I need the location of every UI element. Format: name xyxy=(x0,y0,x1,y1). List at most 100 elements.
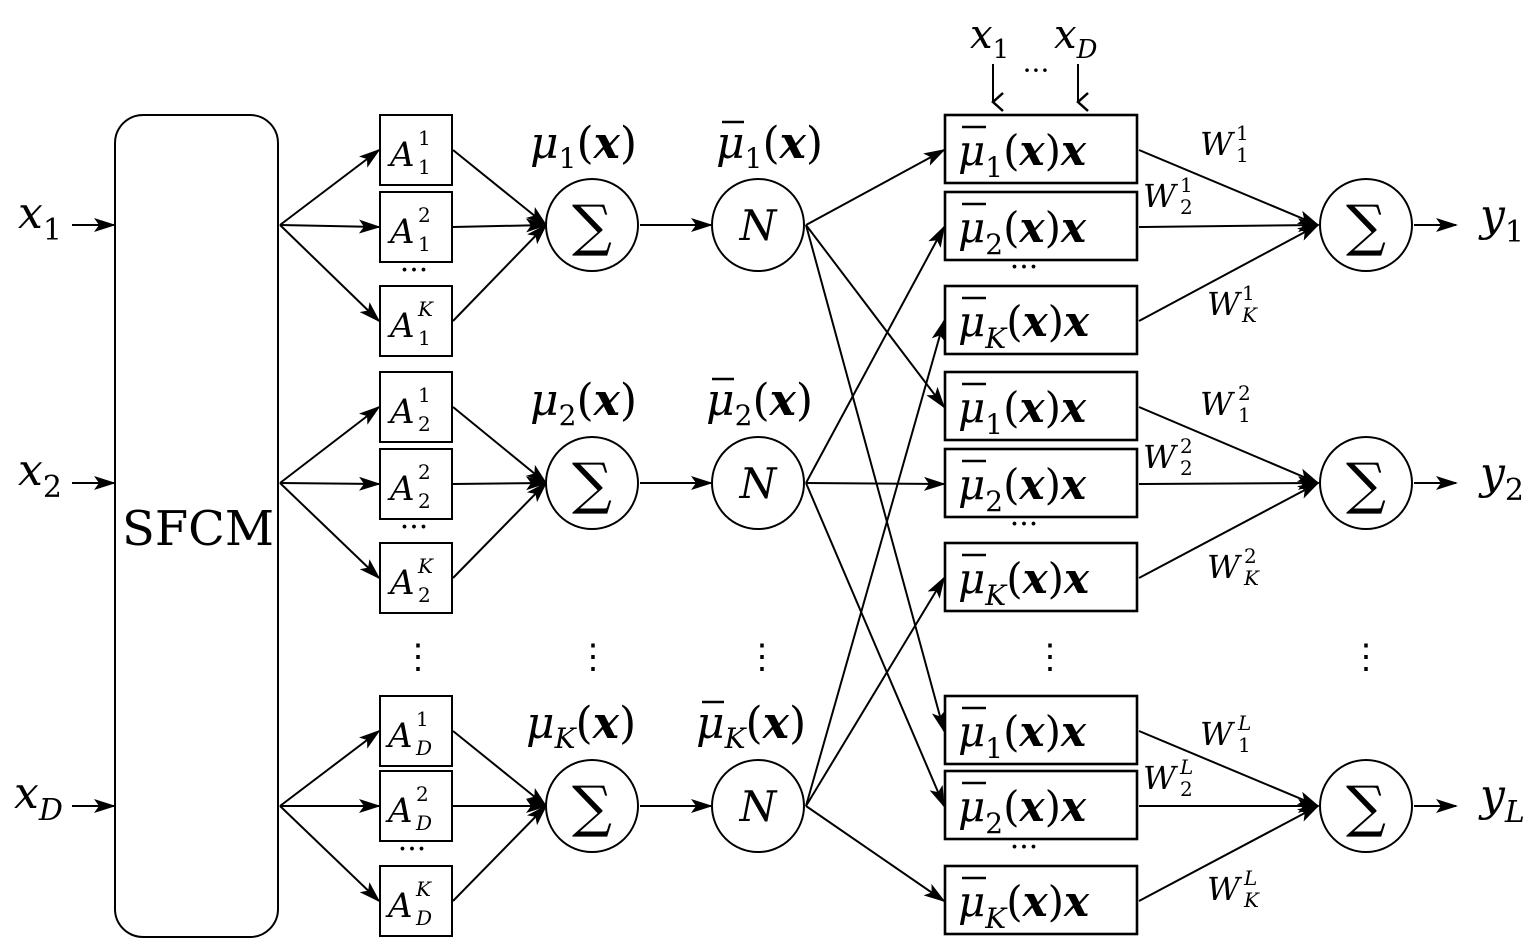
svg-text:∑: ∑ xyxy=(572,775,612,840)
svg-text:2: 2 xyxy=(1180,456,1193,480)
svg-text:K: K xyxy=(1243,566,1260,590)
output-y1: y1 xyxy=(1478,190,1524,250)
svg-text:1: 1 xyxy=(416,707,429,731)
connection-line xyxy=(805,805,946,903)
svg-text:2: 2 xyxy=(416,782,429,806)
mu-bar-label-1: μ1(x) xyxy=(716,118,823,175)
vertical-ellipsis: ⋮ xyxy=(1033,637,1067,677)
svg-text:μ1(x): μ1(x) xyxy=(530,118,637,175)
svg-text:A: A xyxy=(387,306,415,346)
svg-text:1: 1 xyxy=(1180,173,1193,197)
svg-text:D: D xyxy=(415,906,432,930)
connection-line xyxy=(279,729,381,807)
svg-text:A: A xyxy=(385,716,413,756)
connection-arrows xyxy=(72,64,1458,903)
svg-text:W: W xyxy=(1207,548,1243,586)
svg-text:L: L xyxy=(1243,866,1257,890)
svg-text:2: 2 xyxy=(418,583,431,607)
vertical-ellipsis: ⋮ xyxy=(745,637,779,677)
svg-text:W: W xyxy=(1143,177,1179,215)
connection-line xyxy=(805,224,946,733)
connection-line xyxy=(1138,476,1320,491)
connection-line xyxy=(805,225,945,484)
consequent-label: μ1(x)x xyxy=(958,707,1087,765)
connection-line xyxy=(279,476,381,491)
svg-text:W: W xyxy=(1143,438,1179,476)
svg-text:1: 1 xyxy=(1236,143,1249,167)
membership-box xyxy=(379,371,453,443)
svg-text:D: D xyxy=(415,811,432,835)
mu-label-1: μ1(x) xyxy=(530,118,637,175)
connection-line xyxy=(452,149,548,227)
consequent-label: μ2(x)x xyxy=(958,203,1087,261)
mu-bar-label-K: μK(x) xyxy=(696,698,806,755)
mu-bar-label-2: μ2(x) xyxy=(706,375,813,432)
svg-text:W: W xyxy=(1207,285,1243,323)
svg-text:A: A xyxy=(387,563,415,603)
ellipsis: ··· xyxy=(400,510,429,545)
output-yL: yL xyxy=(1478,770,1525,830)
svg-text:1: 1 xyxy=(1236,121,1249,145)
consequent-label: μK(x)x xyxy=(958,554,1090,612)
norm-node-1: N xyxy=(711,178,805,272)
svg-text:y1: y1 xyxy=(1478,190,1524,250)
connection-line xyxy=(279,482,381,580)
svg-text:2: 2 xyxy=(418,489,431,513)
top-inputs: x1 xD ··· xyxy=(970,12,1098,87)
svg-text:A: A xyxy=(387,135,415,175)
svg-text:2: 2 xyxy=(1180,434,1193,458)
connection-line xyxy=(452,804,548,902)
rule-sum-node-1: ∑ xyxy=(545,178,639,272)
mu-label-K: μK(x) xyxy=(526,698,636,755)
svg-text:xD: xD xyxy=(14,768,63,828)
svg-text:μK(x): μK(x) xyxy=(526,698,636,755)
input-xD: xD xyxy=(14,768,63,828)
svg-text:D: D xyxy=(415,736,432,760)
svg-text:x2: x2 xyxy=(18,445,62,505)
connection-line xyxy=(279,219,381,234)
consequent-label: μ1(x)x xyxy=(958,126,1087,184)
svg-text:1: 1 xyxy=(418,232,431,256)
svg-text:1: 1 xyxy=(1238,403,1251,427)
svg-text:2: 2 xyxy=(418,203,431,227)
sfcm-block xyxy=(114,114,279,938)
rule-sum-node-2: ∑ xyxy=(545,436,639,530)
membership-box xyxy=(379,114,453,186)
svg-text:K: K xyxy=(417,297,434,321)
weight-labels-2: W 2 1 W 2 2 W 2 K xyxy=(1143,381,1260,590)
consequent-label: μK(x)x xyxy=(958,877,1090,935)
svg-text:W: W xyxy=(1200,125,1236,163)
mu-label-2: μ2(x) xyxy=(530,375,637,432)
membership-group-2: A 1 2 A 2 2 ··· A K 2 xyxy=(379,371,453,614)
svg-text:1: 1 xyxy=(1242,281,1255,305)
consequent-label: μ2(x)x xyxy=(958,782,1087,840)
membership-box xyxy=(379,191,453,263)
svg-text:N: N xyxy=(739,459,778,508)
connection-line xyxy=(452,481,548,579)
svg-text:A: A xyxy=(387,212,415,252)
membership-box xyxy=(379,770,453,842)
svg-text:∑: ∑ xyxy=(1346,775,1386,840)
svg-text:∑: ∑ xyxy=(572,452,612,517)
vertical-ellipsis: ⋮ xyxy=(401,637,435,677)
weight-labels-L: W L 1 W L 2 W L K xyxy=(1143,711,1260,912)
svg-text:μ2(x): μ2(x) xyxy=(706,375,813,432)
svg-text:A: A xyxy=(385,791,413,831)
svg-text:2: 2 xyxy=(1238,381,1251,405)
input-x1: x1 xyxy=(18,188,62,248)
vertical-ellipsis: ⋮ xyxy=(576,637,610,677)
rule-sum-node-K: ∑ xyxy=(545,759,639,853)
svg-text:K: K xyxy=(1243,888,1260,912)
sfcm-label: SFCM xyxy=(122,501,274,557)
connection-line xyxy=(805,149,946,226)
input-x2: x2 xyxy=(18,445,62,505)
svg-text:2: 2 xyxy=(1180,195,1193,219)
svg-text:yL: yL xyxy=(1478,770,1525,830)
svg-text:W: W xyxy=(1143,759,1179,797)
connection-line xyxy=(1138,149,1320,226)
svg-text:1: 1 xyxy=(1238,733,1251,757)
norm-node-2: N xyxy=(711,436,805,530)
vertical-ellipsis: ⋮ xyxy=(1349,637,1383,677)
consequent-box xyxy=(943,447,1139,519)
ellipsis: ··· xyxy=(1010,507,1039,542)
